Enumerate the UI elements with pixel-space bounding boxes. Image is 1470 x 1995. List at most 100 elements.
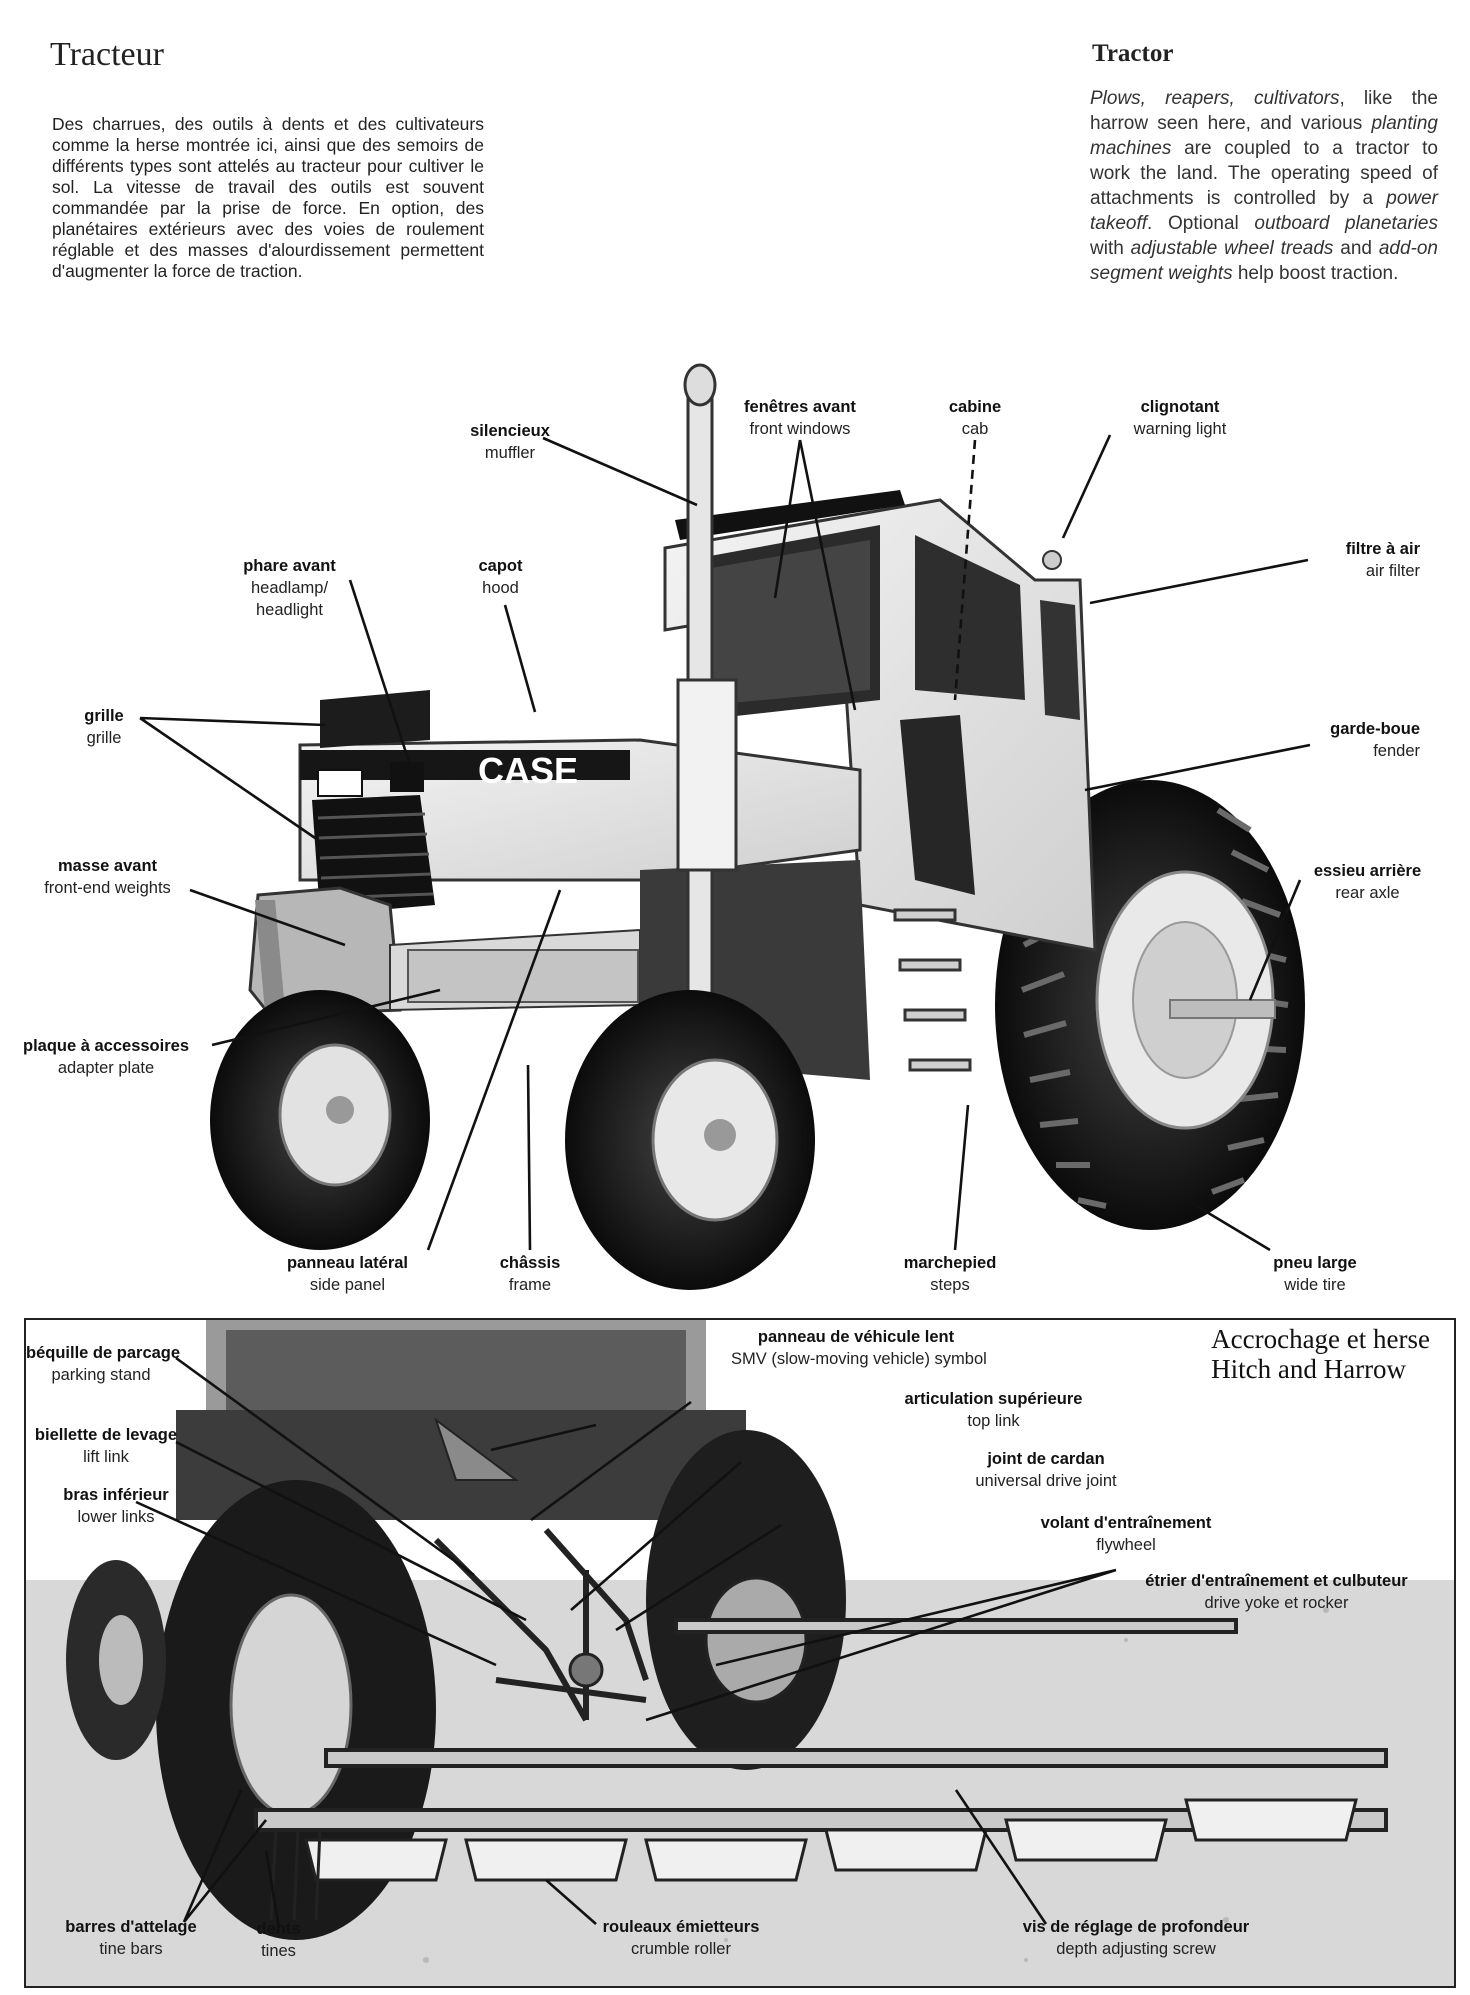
label-fr: biellette de levage (34, 1426, 178, 1444)
label-en: top link (967, 1412, 1020, 1430)
label-fr: garde-boue (1330, 720, 1420, 738)
label-rear-axle: essieu arrière rear axle (1295, 860, 1440, 904)
label-frame: châssis frame (480, 1252, 580, 1296)
label-en: adapter plate (57, 1059, 155, 1077)
label-front-end-weights: masse avant front-end weights (25, 855, 190, 899)
label-depth-adjusting-screw: vis de réglage de profondeur depth adjus… (1006, 1916, 1266, 1960)
label-tines: dents tines (241, 1918, 316, 1962)
hitch-title: Accrochage et herse Hitch and Harrow (1211, 1324, 1430, 1384)
label-lower-links: bras inférieur lower links (56, 1484, 176, 1528)
label-smv-symbol: panneau de véhicule lent SMV (slow-movin… (731, 1326, 987, 1370)
label-en: front-end weights (44, 879, 171, 897)
label-fr: filtre à air (1345, 540, 1420, 558)
muffler (676, 363, 738, 1082)
label-en: hood (482, 579, 519, 597)
label-en: rear axle (1335, 884, 1400, 902)
label-fr: dents (256, 1920, 301, 1938)
label-fr: pneu large (1273, 1254, 1357, 1272)
label-fr: plaque à accessoires (22, 1037, 189, 1055)
intro-english: Plows, reapers, cultivators, like the ha… (1090, 86, 1438, 286)
label-en: SMV (slow-moving vehicle) symbol (731, 1350, 987, 1368)
label-fr: béquille de parcage (26, 1344, 181, 1362)
label-fr: capot (478, 557, 523, 575)
label-en: tine bars (99, 1940, 163, 1958)
hitch-harrow-panel: Accrochage et herse Hitch and Harrow béq… (24, 1318, 1456, 1988)
steps (893, 908, 972, 1072)
front-tire-left (210, 990, 430, 1250)
label-fr: essieu arrière (1313, 862, 1422, 880)
intro-en-term: planting machines (1090, 113, 1438, 159)
intro-en-term: add-on segment weights (1090, 238, 1438, 284)
intro-en-text: are coupled to a tractor to work the lan… (1090, 138, 1438, 209)
label-grille: grille grille (64, 705, 144, 749)
label-en: fender (1373, 742, 1420, 760)
label-en: drive yoke et rocker (1204, 1594, 1349, 1612)
intro-en-text: with (1090, 238, 1131, 259)
cab (663, 490, 1097, 952)
label-flywheel: volant d'entraînement flywheel (1026, 1512, 1226, 1556)
hitch-title-fr: Accrochage et herse (1211, 1324, 1430, 1354)
label-parking-stand: béquille de parcage parking stand (26, 1342, 181, 1386)
label-fr: fenêtres avant (744, 398, 856, 416)
label-en: lift link (83, 1448, 129, 1466)
label-side-panel: panneau latéral side panel (270, 1252, 425, 1296)
label-en: frame (508, 1276, 552, 1294)
brand-logo: CASE (478, 750, 578, 791)
label-fender: garde-boue fender (1300, 718, 1420, 762)
intro-en-term: outboard planetaries (1254, 213, 1438, 234)
label-en: cab (961, 420, 989, 438)
intro-en-text: help boost traction. (1232, 263, 1399, 284)
front-tire-right (565, 990, 815, 1290)
label-en: crumble roller (631, 1940, 731, 1958)
label-fr: étrier d'entraînement et culbuteur (1145, 1572, 1408, 1590)
label-en: air filter (1365, 562, 1420, 580)
label-en: lower links (77, 1508, 155, 1526)
hitch-harrow-illustration (26, 1320, 1454, 1986)
label-muffler: silencieux muffler (450, 420, 570, 464)
label-headlamp: phare avant headlamp/ headlight (222, 555, 357, 621)
label-fr: barres d'attelage (65, 1918, 197, 1936)
label-en: headlight (256, 601, 323, 619)
label-air-filter: filtre à air air filter (1300, 538, 1420, 582)
label-crumble-roller: rouleaux émietteurs crumble roller (591, 1916, 771, 1960)
label-fr: silencieux (470, 422, 550, 440)
label-warning-light: clignotant warning light (1105, 396, 1255, 440)
label-en: grille (86, 729, 122, 747)
label-en: muffler (484, 444, 536, 462)
label-fr: volant d'entraînement (1040, 1514, 1212, 1532)
label-fr: cabine (948, 398, 1002, 416)
intro-en-term: power takeoff (1090, 188, 1438, 234)
label-en: tines (261, 1942, 296, 1960)
label-en: depth adjusting screw (1056, 1940, 1216, 1958)
intro-en-term: Plows, reapers, cultivators (1090, 88, 1340, 109)
label-fr: joint de cardan (987, 1450, 1105, 1468)
label-fr: panneau de véhicule lent (757, 1328, 955, 1346)
label-front-windows: fenêtres avant front windows (720, 396, 880, 440)
label-cab: cabine cab (930, 396, 1020, 440)
intro-french: Des charrues, des outils à dents et des … (52, 114, 484, 281)
label-lift-link: biellette de levage lift link (26, 1424, 186, 1468)
label-fr: panneau latéral (286, 1254, 409, 1272)
rear-tire (995, 780, 1305, 1230)
label-en: warning light (1133, 420, 1227, 438)
label-en: side panel (309, 1276, 386, 1294)
intro-en-term: adjustable wheel treads (1130, 238, 1334, 259)
hitch-title-en: Hitch and Harrow (1211, 1354, 1407, 1384)
tractor-illustration: CASE (139, 363, 1311, 1290)
label-steps: marchepied steps (885, 1252, 1015, 1296)
label-fr: phare avant (243, 557, 336, 575)
label-en: flywheel (1096, 1536, 1156, 1554)
label-en: wide tire (1284, 1276, 1346, 1294)
title-english: Tractor (1092, 40, 1174, 67)
label-fr: bras inférieur (63, 1486, 169, 1504)
label-en: steps (930, 1276, 970, 1294)
label-drive-yoke-rocker: étrier d'entraînement et culbuteur drive… (1134, 1570, 1419, 1614)
label-fr: rouleaux émietteurs (602, 1918, 760, 1936)
label-adapter-plate: plaque à accessoires adapter plate (0, 1035, 212, 1079)
label-en: headlamp/ (250, 579, 329, 597)
hitch-leader-lines (135, 1356, 1117, 1929)
label-en: universal drive joint (975, 1472, 1117, 1490)
intro-en-text: and (1333, 238, 1379, 259)
label-universal-drive-joint: joint de cardan universal drive joint (966, 1448, 1126, 1492)
tractor-leader-lines (139, 434, 1311, 1252)
